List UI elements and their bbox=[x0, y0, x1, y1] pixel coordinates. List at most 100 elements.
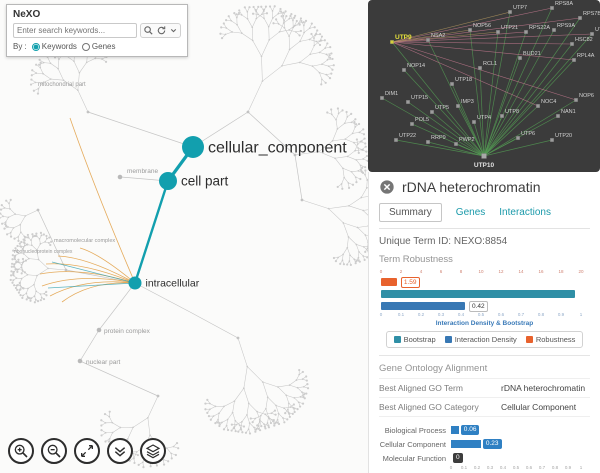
legend-bootstrap: Bootstrap bbox=[393, 335, 436, 344]
radio-genes[interactable]: Genes bbox=[81, 42, 115, 51]
gene-node[interactable] bbox=[426, 140, 430, 144]
gene-node[interactable] bbox=[552, 28, 556, 32]
gene-node-label: UTP15 bbox=[411, 95, 428, 101]
go-score-bar bbox=[451, 426, 459, 434]
term-label: macromolecular complex bbox=[54, 238, 115, 244]
bar-value-label: 1.59 bbox=[400, 277, 420, 288]
radio-keywords[interactable]: Keywords bbox=[31, 42, 77, 51]
gene-node-label: NOP56 bbox=[473, 23, 491, 29]
gene-node-label: UTP22 bbox=[399, 133, 416, 139]
gene-node-label: UTP4 bbox=[477, 115, 491, 121]
gene-node[interactable] bbox=[426, 38, 430, 42]
gene-node[interactable] bbox=[518, 56, 522, 60]
ontology-tree-svg: mitochondrial part membrane macromolecular… bbox=[0, 5, 368, 469]
gene-node[interactable] bbox=[578, 16, 582, 20]
term-node-cell-part[interactable] bbox=[159, 172, 177, 190]
gene-node[interactable] bbox=[496, 30, 500, 34]
gene-node[interactable] bbox=[394, 138, 398, 142]
ontology-tree-canvas[interactable]: mitochondrial part membrane macromolecular… bbox=[0, 0, 368, 473]
gene-node[interactable] bbox=[556, 114, 560, 118]
fit-to-screen-icon bbox=[81, 445, 93, 457]
zoom-in-icon bbox=[14, 444, 28, 458]
gene-node[interactable] bbox=[524, 30, 528, 34]
layers-icon bbox=[145, 444, 161, 459]
app-title: NeXO bbox=[13, 9, 41, 20]
divider bbox=[379, 355, 590, 356]
term-label: protein complex bbox=[104, 328, 151, 335]
zoom-out-button[interactable] bbox=[41, 438, 67, 464]
go-score-value: 0 bbox=[453, 453, 463, 463]
gene-node-label: UTP13 bbox=[595, 27, 600, 33]
close-icon bbox=[380, 180, 394, 194]
search-icon[interactable] bbox=[143, 25, 154, 36]
term-node-intracellular[interactable] bbox=[128, 276, 142, 290]
search-input[interactable] bbox=[13, 23, 137, 38]
gene-node[interactable] bbox=[590, 32, 594, 36]
gene-node[interactable] bbox=[516, 136, 520, 140]
x-axis-label: Interaction Density & Bootstrap bbox=[435, 320, 534, 327]
gene-node[interactable] bbox=[574, 98, 578, 102]
interaction-density-swatch bbox=[444, 336, 452, 343]
layers-button[interactable] bbox=[140, 438, 166, 464]
reset-icon[interactable] bbox=[156, 25, 167, 36]
expand-collapse-button[interactable] bbox=[107, 438, 133, 464]
gene-node-label: RPS8A bbox=[555, 1, 573, 7]
gene-node[interactable] bbox=[550, 6, 554, 10]
term-node-minor[interactable] bbox=[117, 174, 123, 180]
go-category-label: Biological Process bbox=[384, 425, 446, 435]
search-icon-group bbox=[140, 23, 181, 38]
gene-node[interactable] bbox=[570, 42, 574, 46]
term-label: intracellular bbox=[146, 278, 200, 290]
gene-node-label: NOP14 bbox=[407, 63, 425, 69]
zoom-in-button[interactable] bbox=[8, 438, 34, 464]
bar-bootstrap bbox=[381, 290, 575, 298]
gene-node[interactable] bbox=[472, 120, 476, 124]
gene-node[interactable] bbox=[508, 10, 512, 14]
term-node-cellular-component[interactable] bbox=[182, 136, 204, 158]
gene-node-label: UTP21 bbox=[501, 25, 518, 31]
tab-interactions[interactable]: Interactions bbox=[499, 207, 551, 218]
gene-node[interactable] bbox=[500, 114, 504, 118]
term-subnetwork-canvas[interactable]: UTP7RPS8ARPS7BNOP56UTP21RPS22ARPS9AUTP13… bbox=[368, 0, 600, 172]
gene-node[interactable] bbox=[478, 66, 482, 70]
gene-node[interactable] bbox=[380, 96, 384, 100]
gene-node[interactable] bbox=[536, 104, 540, 108]
zoom-out-icon bbox=[47, 444, 61, 458]
gene-node[interactable] bbox=[410, 122, 414, 126]
gene-node[interactable] bbox=[390, 40, 394, 44]
gene-node[interactable] bbox=[450, 82, 454, 86]
gene-node[interactable] bbox=[454, 142, 458, 146]
term-label: mitochondrial part bbox=[38, 82, 86, 88]
go-category-label: Molecular Function bbox=[382, 453, 446, 463]
bar-robustness bbox=[381, 278, 397, 286]
term-node-minor[interactable] bbox=[96, 327, 102, 333]
alignment-table: Best Aligned GO Term rDNA heterochromati… bbox=[379, 378, 590, 417]
term-label: ribonucleoprotein complex bbox=[14, 249, 73, 255]
fit-to-screen-button[interactable] bbox=[74, 438, 100, 464]
gene-node[interactable] bbox=[481, 153, 487, 159]
gene-node[interactable] bbox=[406, 100, 410, 104]
gene-node-label: UTP18 bbox=[455, 77, 472, 83]
gene-node[interactable] bbox=[456, 104, 460, 108]
term-label: membrane bbox=[127, 168, 158, 175]
gene-node[interactable] bbox=[402, 68, 406, 72]
tab-summary[interactable]: Summary bbox=[379, 203, 442, 222]
gene-network-svg: UTP7RPS8ARPS7BNOP56UTP21RPS22ARPS9AUTP13… bbox=[380, 1, 600, 169]
gene-node-label: POL5 bbox=[415, 117, 429, 123]
gene-node-label: HSC82 bbox=[575, 37, 593, 43]
term-node-minor[interactable] bbox=[77, 358, 83, 364]
gene-node-label: DIM1 bbox=[385, 91, 398, 97]
tab-genes[interactable]: Genes bbox=[455, 207, 486, 218]
gene-node[interactable] bbox=[550, 138, 554, 142]
gene-node[interactable] bbox=[430, 110, 434, 114]
term-label: cell part bbox=[181, 174, 229, 189]
gene-node-label: UTP5 bbox=[435, 105, 449, 111]
gene-node-label: NSA2 bbox=[431, 33, 445, 39]
close-details-button[interactable] bbox=[379, 179, 395, 195]
chevron-down-icon[interactable] bbox=[169, 26, 178, 35]
gene-node-label: NOP6 bbox=[579, 93, 594, 99]
gene-node[interactable] bbox=[572, 58, 576, 62]
gene-node[interactable] bbox=[468, 28, 472, 32]
gene-node-label: UTP9 bbox=[395, 34, 412, 41]
